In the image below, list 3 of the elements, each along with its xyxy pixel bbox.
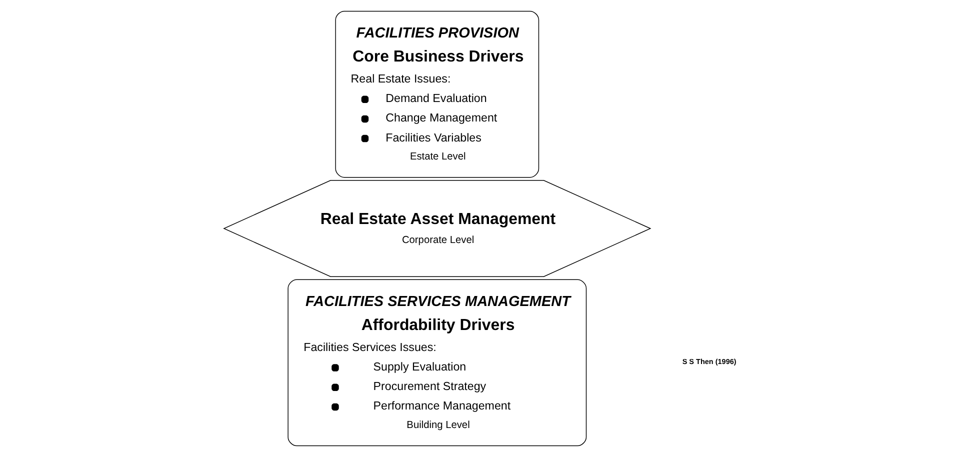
node-box: FACILITIES SERVICES MANAGEMENT Affordability Drivers Facilities Services Issues: Supply Evaluation Procurement Strategy Performance Management Building Level: [288, 279, 587, 446]
node-box: FACILITIES PROVISION Core Business Drivers Real Estate Issues: Demand Evaluation Change Management Facilities Variables Estate Level: [335, 10, 540, 178]
label: S S Then (1996): [682, 356, 736, 366]
